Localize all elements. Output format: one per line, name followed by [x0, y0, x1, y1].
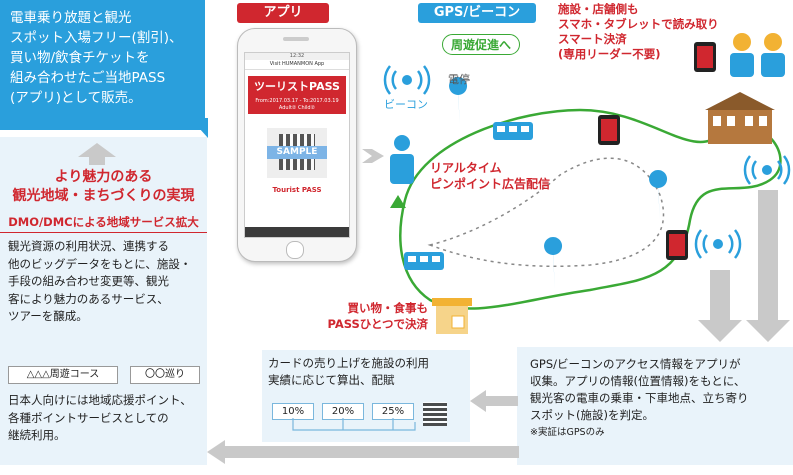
- gps-info-line: 収集。アプリの情報(位置情報)をもとに、: [530, 374, 746, 388]
- up-arrow-icon: [78, 143, 116, 165]
- left-body-line: ツアーを醸成。: [8, 309, 88, 323]
- down-arrow-icon: [746, 190, 790, 342]
- staff-person-icon: [730, 33, 785, 77]
- pass-details: From:2017.03.17 - To:2017.03.19 Adult② C…: [248, 98, 346, 114]
- facility-line: スマート決済: [558, 32, 627, 46]
- left-title-line: より魅力のある: [54, 169, 153, 185]
- phone-screen: 12:32 Visit HUMANMON App ツーリストPASS From:…: [244, 52, 350, 238]
- right-arrow-icon: [362, 149, 384, 163]
- left-body-line: 手段の組み合わせ変更等、観光: [8, 274, 169, 288]
- beacon-icon: [743, 155, 791, 185]
- facility-label: 施設・店舗側も スマホ・タブレットで読み取り スマート決済 (専用リーダー不要): [558, 2, 719, 62]
- allocation-text: カードの売り上げを施設の利用 実績に応じて算出、配賦: [268, 355, 468, 389]
- route-tag: △△△周遊コース: [8, 366, 118, 384]
- left-body-line: 他のビッグデータをもとに、施設・: [8, 256, 192, 271]
- home-button: [286, 241, 304, 259]
- left-body-line: 客により魅力のあるサービス、: [8, 291, 169, 306]
- route-path: [427, 157, 665, 268]
- tablet-reader-icon: [598, 42, 716, 260]
- gps-info-text: GPS/ビーコンのアクセス情報をアプリが 収集。アプリの情報(位置情報)をもとに…: [530, 356, 788, 441]
- shuyu-badge: 周遊促進へ: [442, 34, 521, 55]
- down-arrow-icon: [698, 270, 742, 342]
- qr-code: SAMPLE: [267, 128, 327, 178]
- left-body-line: 観光資源の利用状況、連携する: [8, 239, 169, 253]
- left-body-line: 各種ポイントサービスとしての: [8, 410, 169, 425]
- gps-info-panel: [517, 347, 793, 465]
- route-tag: 〇〇巡り: [130, 366, 200, 384]
- brand-label: Tourist PASS: [272, 186, 322, 194]
- callout-line: 買い物/飲食チケットを: [10, 50, 150, 66]
- facility-line: スマホ・タブレットで読み取り: [558, 17, 719, 31]
- callout-line: スポット入場フリー(割引)、: [10, 30, 183, 46]
- left-arrow-icon: [207, 440, 519, 464]
- allocation-panel: [262, 350, 470, 442]
- beacon-label: ビーコン: [384, 98, 428, 111]
- tram-icon: [404, 122, 533, 270]
- speaker-slot: [283, 37, 309, 41]
- shop-line: 買い物・食事も: [347, 301, 429, 315]
- stop-pin-icon: [449, 77, 668, 290]
- gps-note: ※実証はGPSのみ: [530, 427, 605, 438]
- left-title: より魅力のある 観光地域・まちづくりの実現: [0, 168, 207, 206]
- allocation-connector: [292, 418, 416, 431]
- status-bar: 12:32: [245, 53, 349, 60]
- callout-tail: [190, 118, 208, 138]
- left-body-line: 日本人向けには地域応援ポイント、: [8, 393, 192, 407]
- gps-info-line: GPS/ビーコンのアクセス情報をアプリが: [530, 357, 741, 371]
- left-body-2: 日本人向けには地域応援ポイント、 各種ポイントサービスとしての 継続利用。: [8, 392, 203, 445]
- shop-payment-label: 買い物・食事も PASSひとつで決済: [320, 300, 428, 332]
- pass-description-callout: 電車乗り放題と観光 スポット入場フリー(割引)、 買い物/飲食チケットを 組み合…: [0, 0, 205, 130]
- sample-label: SAMPLE: [267, 146, 327, 159]
- pass-people: Adult② Child②: [278, 105, 316, 111]
- tab-app: アプリ: [237, 3, 329, 23]
- shop-icon: [432, 298, 472, 334]
- pass-title: ツーリストPASS: [248, 76, 346, 98]
- tourist-person-icon: [390, 135, 414, 184]
- allocation-line: カードの売り上げを施設の利用: [268, 356, 429, 370]
- realtime-line: リアルタイム: [430, 161, 502, 175]
- left-subtitle: DMO/DMCによる地域サービス拡大: [8, 215, 199, 229]
- realtime-ad-label: リアルタイム ピンポイント広告配信: [430, 160, 550, 192]
- facility-line: (専用リーダー不要): [558, 47, 661, 61]
- pass-dates: From:2017.03.17 - To:2017.03.19: [255, 98, 339, 104]
- app-tab-bar: [245, 227, 349, 237]
- callout-line: (アプリ)として販売。: [10, 90, 142, 106]
- gps-info-line: スポット(施設)を判定。: [530, 408, 654, 422]
- shop-line: PASSひとつで決済: [327, 317, 428, 331]
- tab-gps: GPS/ビーコン: [418, 3, 536, 23]
- green-arrow-icon: [390, 195, 406, 208]
- left-body: 観光資源の利用状況、連携する 他のビッグデータをもとに、施設・ 手段の組み合わせ…: [8, 238, 203, 326]
- left-panel: [0, 137, 207, 465]
- facility-building-icon: [705, 92, 775, 144]
- app-name: Visit HUMANMON App: [245, 60, 349, 70]
- left-title-line: 観光地域・まちづくりの実現: [12, 188, 195, 204]
- callout-line: 電車乗り放題と観光: [10, 10, 132, 26]
- callout-line: 組み合わせたご当地PASS: [10, 70, 166, 86]
- allocation-line: 実績に応じて算出、配賦: [268, 373, 395, 387]
- divider: [0, 232, 207, 233]
- gps-info-line: 観光客の電車の乗車・下車地点、立ち寄り: [530, 391, 749, 405]
- left-arrow-icon: [470, 390, 518, 412]
- qr-code-small: [423, 402, 447, 426]
- realtime-line: ピンポイント広告配信: [430, 177, 551, 191]
- beacon-icon: [694, 229, 742, 259]
- network-diagram: [383, 33, 791, 342]
- facility-line: 施設・店舗側も: [558, 2, 639, 16]
- beacon-icon: [383, 65, 431, 95]
- left-body-line: 継続利用。: [8, 428, 66, 442]
- stop-label: 電停: [448, 73, 470, 86]
